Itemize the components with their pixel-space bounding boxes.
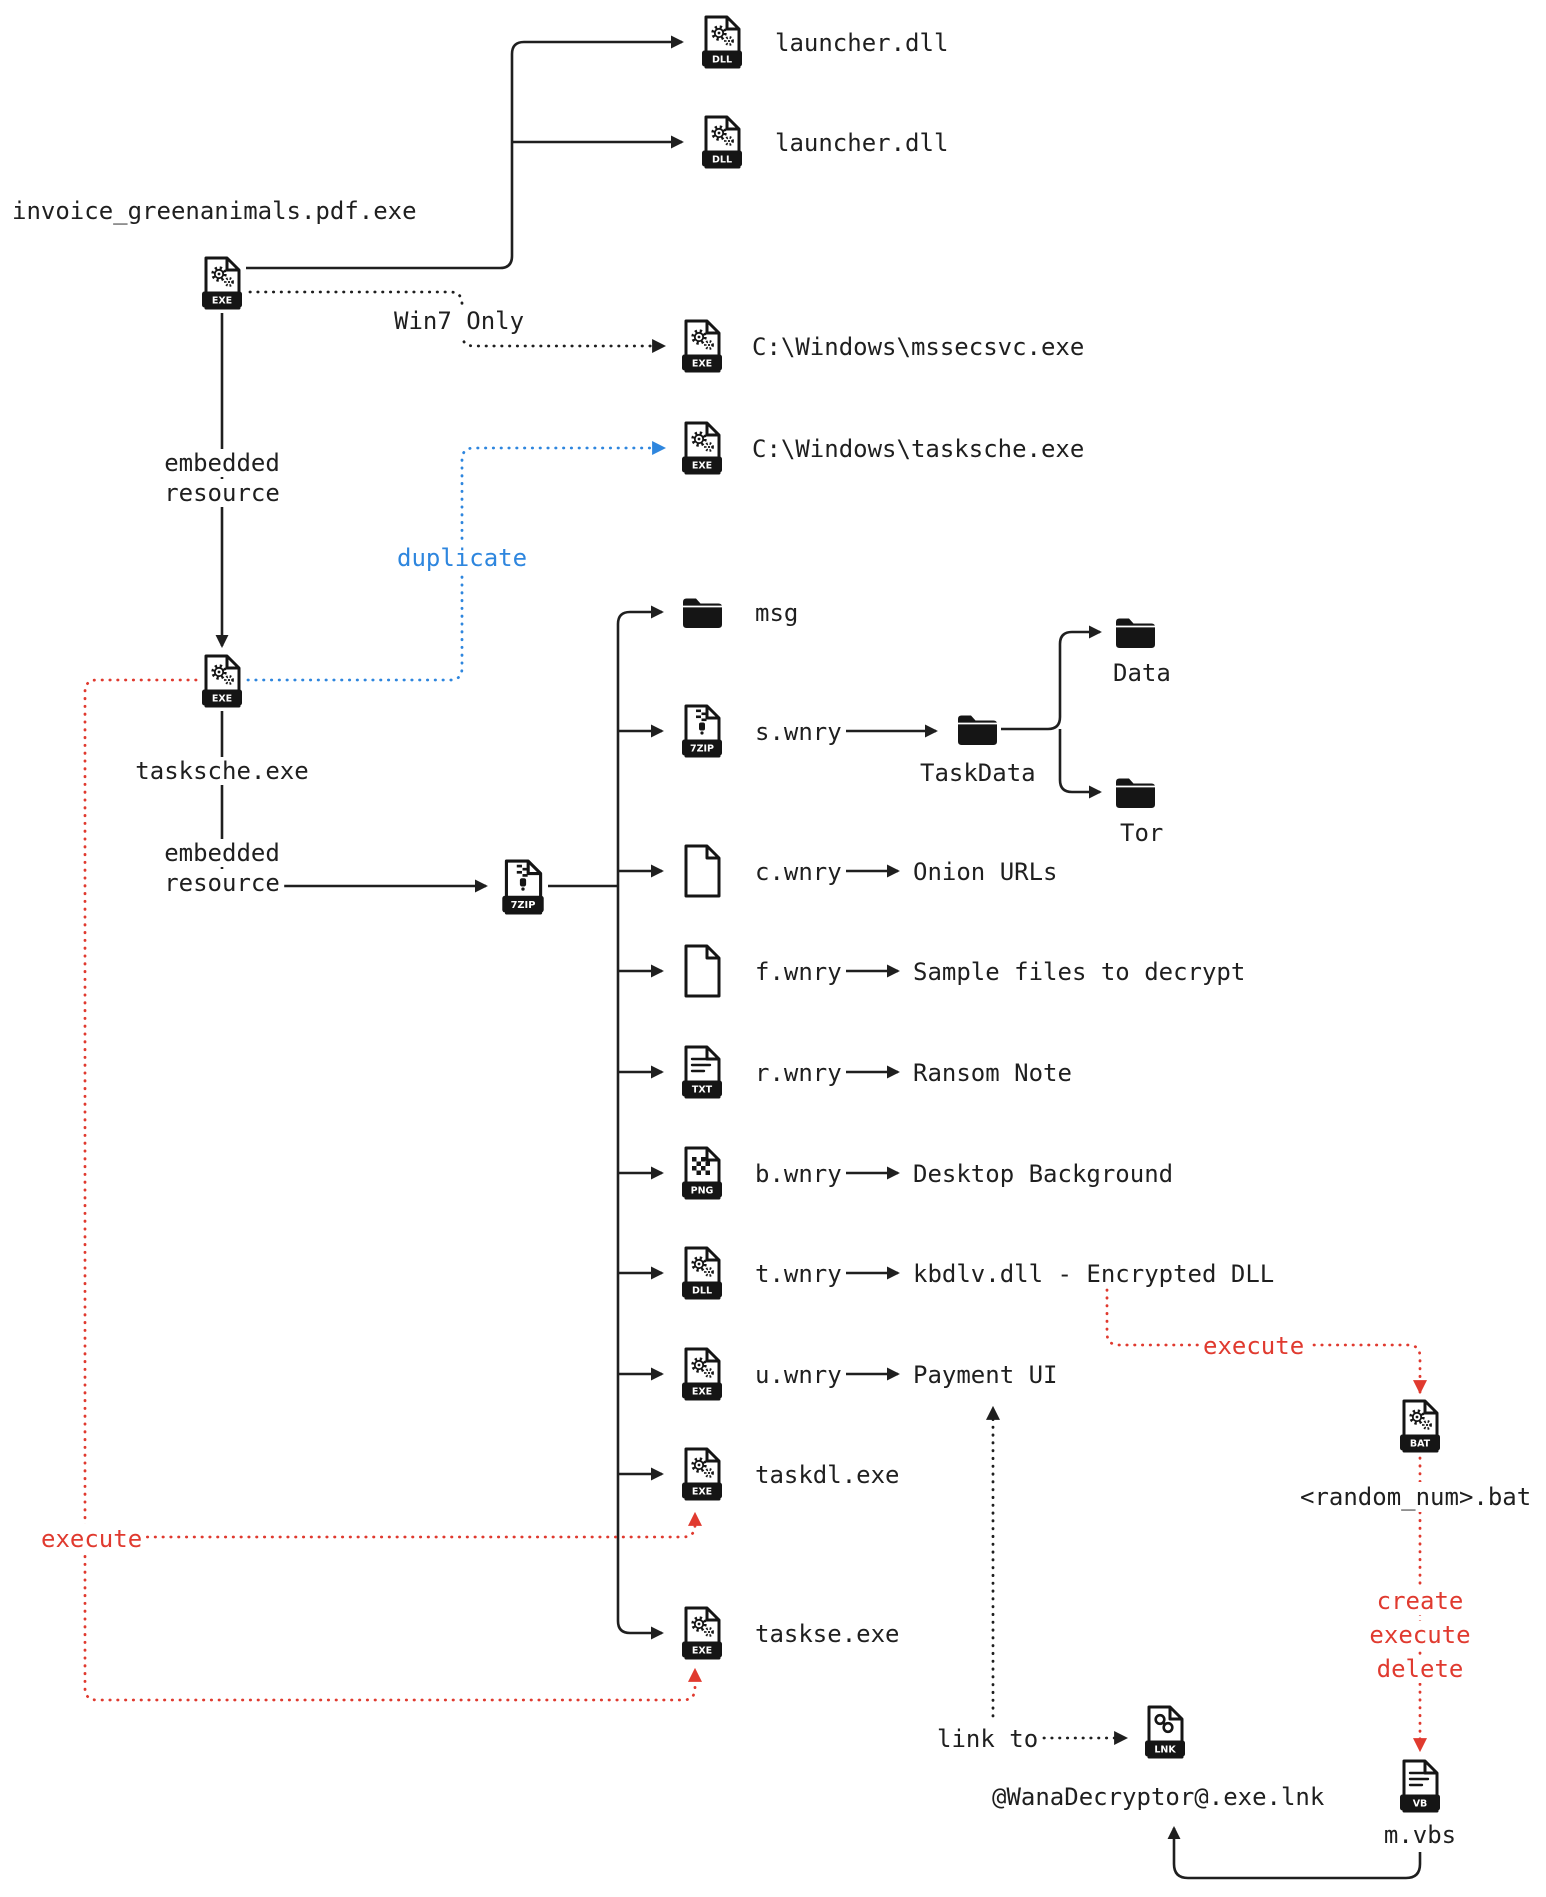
- edge-label-execute-left: execute: [37, 1524, 147, 1554]
- r-wnry-file-icon: TXT: [680, 1044, 724, 1104]
- r-wnry-label: r.wnry: [755, 1059, 842, 1087]
- edge-label-create: create: [1372, 1586, 1468, 1616]
- embedded-7zip-badge: 7ZIP: [511, 900, 536, 911]
- mssecsvc-exe-badge: EXE: [692, 359, 712, 370]
- edge-label-win7-only: Win7 Only: [390, 306, 529, 336]
- b-wnry-label: b.wnry: [755, 1160, 842, 1188]
- launcher-dll-1-file-icon: DLL: [700, 14, 744, 74]
- edge-label-link-to: link to: [937, 1725, 1039, 1753]
- taskse-exe-label: taskse.exe: [755, 1620, 900, 1648]
- edge-label-delete: delete: [1372, 1654, 1468, 1684]
- invoice-exe-label: invoice_greenanimals.pdf.exe: [12, 197, 417, 225]
- taskdata-folder-icon: [955, 712, 999, 750]
- u-wnry-label: u.wnry: [755, 1361, 842, 1389]
- u-wnry-desc: Payment UI: [913, 1361, 1058, 1389]
- launcher-dll-1-label: launcher.dll: [775, 29, 949, 57]
- m-vbs-label: m.vbs: [1379, 1820, 1461, 1850]
- tasksche-copy-exe-file-icon: EXE: [680, 420, 724, 480]
- wana-lnk-badge: LNK: [1154, 1745, 1176, 1756]
- embedded-top-line2: resource: [160, 479, 284, 507]
- launcher-dll-1-badge: DLL: [712, 55, 732, 66]
- c-wnry-label: c.wnry: [755, 858, 842, 886]
- msg-folder-label: msg: [755, 599, 799, 627]
- taskdl-exe-file-icon: EXE: [680, 1446, 724, 1506]
- mssecsvc-exe-file-icon: EXE: [680, 318, 724, 378]
- r-wnry-badge: TXT: [692, 1085, 713, 1096]
- wana-lnk-file-icon: LNK: [1143, 1704, 1187, 1764]
- taskdl-exe-label: taskdl.exe: [755, 1461, 900, 1489]
- edge-label-duplicate: duplicate: [393, 543, 532, 573]
- launcher-dll-2-badge: DLL: [712, 155, 732, 166]
- m-vbs-badge: VB: [1413, 1799, 1428, 1810]
- t-wnry-badge: DLL: [692, 1286, 712, 1297]
- tasksche-exe-badge: EXE: [212, 694, 232, 705]
- tasksche-exe-label: tasksche.exe: [131, 756, 313, 786]
- r-wnry-desc: Ransom Note: [913, 1059, 1072, 1087]
- data-folder-label: Data: [1113, 659, 1171, 687]
- tor-folder-label: Tor: [1120, 819, 1164, 847]
- mssecsvc-exe-label: C:\Windows\mssecsvc.exe: [752, 333, 1085, 361]
- b-wnry-badge: PNG: [691, 1186, 714, 1197]
- b-wnry-desc: Desktop Background: [913, 1160, 1174, 1188]
- random-bat-file-icon: BAT: [1398, 1398, 1442, 1458]
- c-wnry-file-icon: [680, 843, 724, 903]
- t-wnry-desc: kbdlv.dll - Encrypted DLL: [913, 1260, 1275, 1288]
- tasksche-copy-exe-badge: EXE: [692, 461, 712, 472]
- launcher-dll-2-file-icon: DLL: [700, 114, 744, 174]
- taskse-exe-badge: EXE: [692, 1646, 712, 1657]
- invoice-exe-badge: EXE: [212, 296, 232, 307]
- taskse-exe-file-icon: EXE: [680, 1605, 724, 1665]
- random-bat-label: <random_num>.bat: [1296, 1482, 1536, 1512]
- taskdata-folder-label: TaskData: [920, 759, 1036, 787]
- u-wnry-file-icon: EXE: [680, 1346, 724, 1406]
- random-bat-badge: BAT: [1410, 1439, 1431, 1450]
- tasksche-copy-exe-label: C:\Windows\tasksche.exe: [752, 435, 1085, 463]
- embedded-top-line1: embedded: [160, 449, 284, 477]
- msg-folder-icon: [680, 595, 724, 633]
- embedded-7zip-file-icon: 7ZIP: [500, 858, 546, 920]
- taskdl-exe-badge: EXE: [692, 1487, 712, 1498]
- invoice-exe-file-icon: EXE: [200, 255, 244, 315]
- m-vbs-file-icon: VB: [1398, 1758, 1442, 1818]
- t-wnry-label: t.wnry: [755, 1260, 842, 1288]
- tasksche-exe-file-icon: EXE: [200, 653, 244, 713]
- edge-label-execute-bat: execute: [1199, 1331, 1309, 1361]
- s-wnry-label: s.wnry: [755, 718, 842, 746]
- s-wnry-badge: 7ZIP: [690, 744, 714, 755]
- c-wnry-desc: Onion URLs: [913, 858, 1058, 886]
- s-wnry-file-icon: 7ZIP: [680, 703, 724, 763]
- edge-label-execute-mid: execute: [1365, 1620, 1475, 1650]
- embedded-bottom-line1: embedded: [160, 839, 284, 867]
- f-wnry-file-icon: [680, 943, 724, 1003]
- wana-lnk-label: @WanaDecryptor@.exe.lnk: [992, 1783, 1325, 1811]
- t-wnry-file-icon: DLL: [680, 1245, 724, 1305]
- tor-folder-icon: [1113, 775, 1157, 813]
- f-wnry-label: f.wnry: [755, 958, 842, 986]
- u-wnry-badge: EXE: [692, 1387, 712, 1398]
- embedded-bottom-line2: resource: [160, 869, 284, 897]
- launcher-dll-2-label: launcher.dll: [775, 129, 949, 157]
- data-folder-icon: [1113, 615, 1157, 653]
- b-wnry-file-icon: PNG: [680, 1145, 724, 1205]
- f-wnry-desc: Sample files to decrypt: [913, 958, 1246, 986]
